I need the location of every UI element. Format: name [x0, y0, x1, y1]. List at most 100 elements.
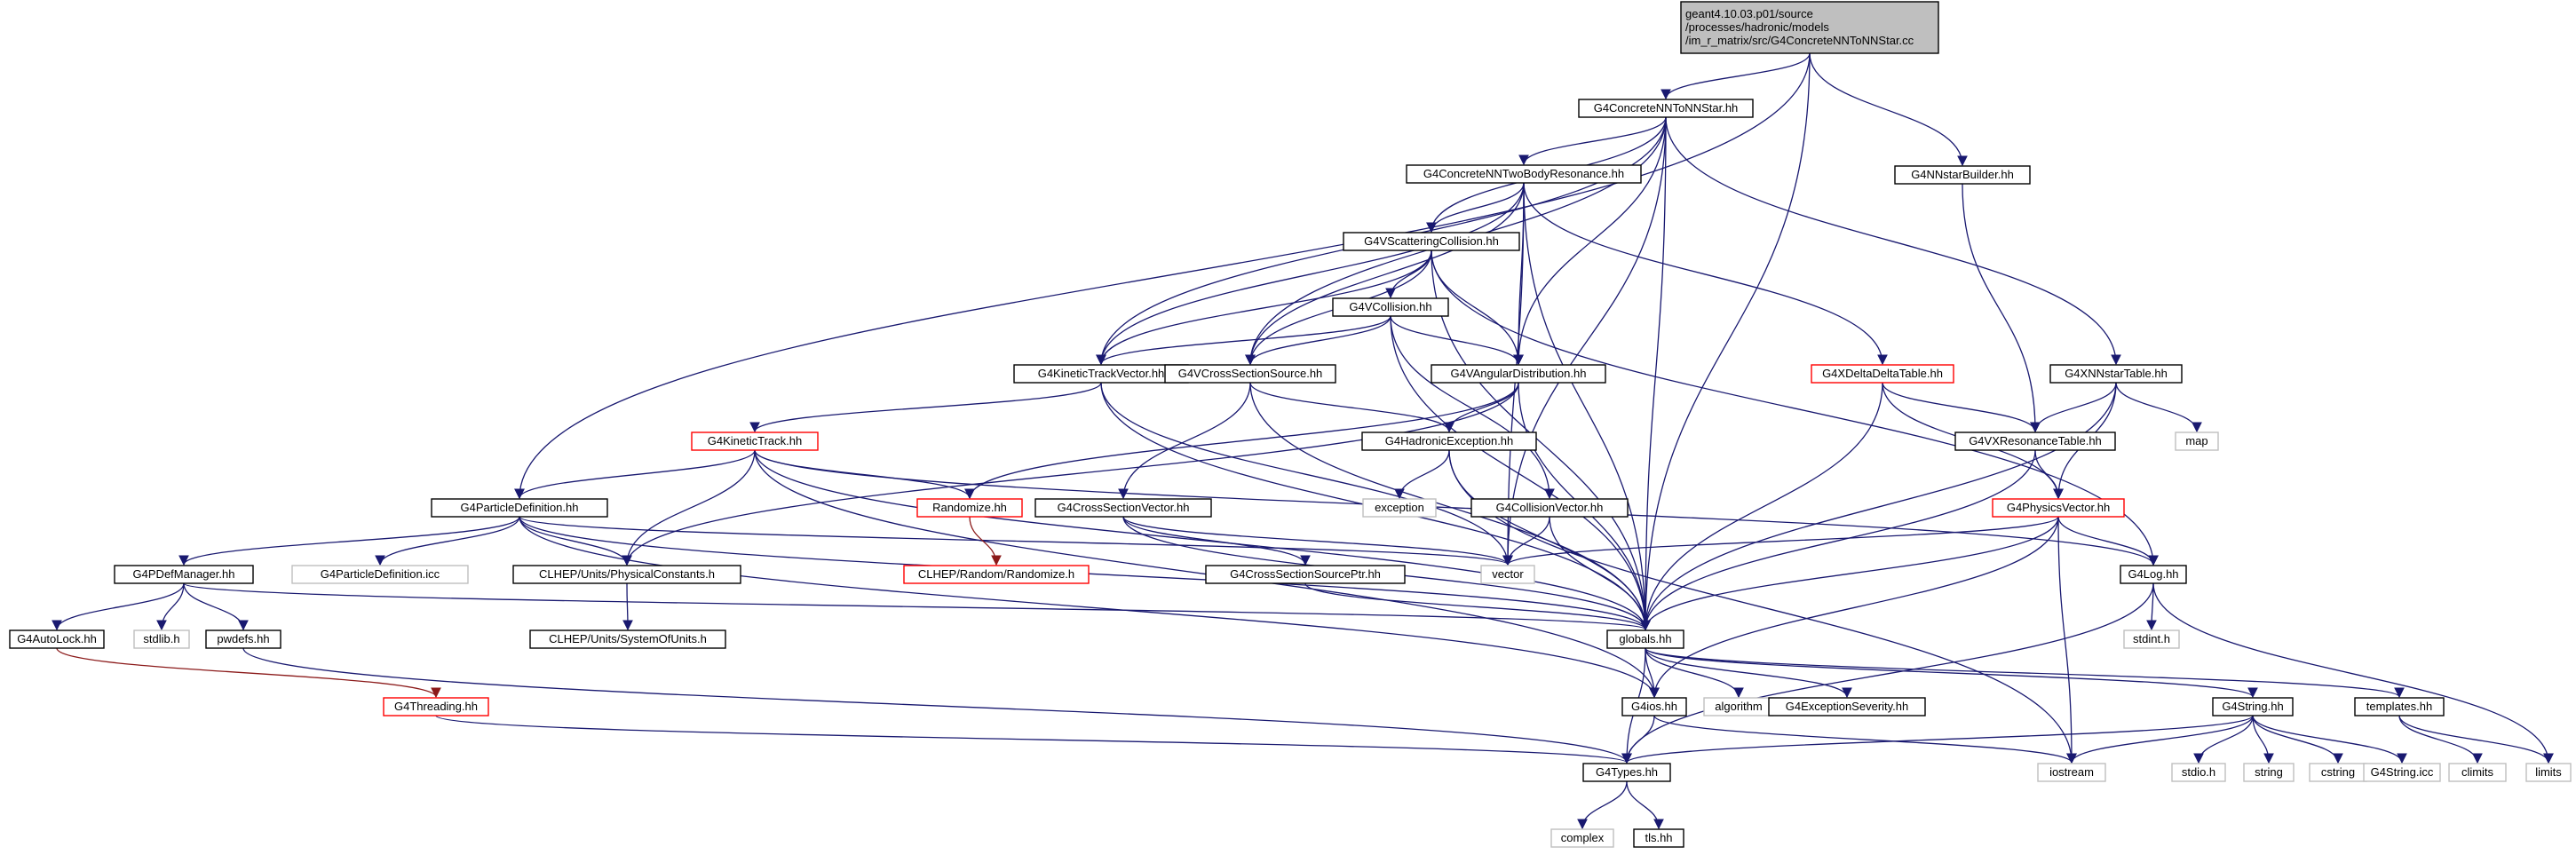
edge-pdefmgr-to-stdlib [156, 582, 185, 631]
edge-globals-to-algorithm [1645, 647, 1744, 699]
node-string-box [2243, 763, 2295, 782]
edge-vang-to-hadexc [1444, 382, 1519, 433]
node-vector-box [1480, 565, 1535, 584]
edge-g4string-to-iostream [2066, 715, 2254, 764]
node-collvec[interactable]: G4CollisionVector.hh [1470, 498, 1629, 518]
node-autolock[interactable]: G4AutoLock.hh [9, 629, 105, 649]
node-vector[interactable]: vector [1480, 565, 1535, 584]
node-vcss[interactable]: G4VCrossSectionSource.hh [1164, 364, 1336, 384]
edge-physvec-to-log [2057, 516, 2159, 566]
edge-cssvec-to-vector [1122, 516, 1513, 566]
node-map-label-0: map [2185, 434, 2207, 447]
edge-xnnstar-to-vxres [2030, 382, 2117, 433]
edge-pwdefs-to-types [242, 647, 1632, 764]
node-vcoll[interactable]: G4VCollision.hh [1332, 297, 1449, 317]
node-log-box [2120, 565, 2187, 584]
node-tls[interactable]: tls.hh [1633, 828, 1684, 848]
node-xnnstar[interactable]: G4XNNstarTable.hh [2049, 364, 2183, 384]
node-complex[interactable]: complex [1550, 828, 1614, 848]
node-log[interactable]: G4Log.hh [2120, 565, 2187, 584]
edge-g4string-to-stringicc [2252, 715, 2407, 764]
edge-ktv-to-kt [749, 382, 1102, 433]
node-kt-box [691, 431, 819, 451]
edge-globals-to-excsev [1645, 647, 1852, 699]
node-g4string[interactable]: G4String.hh [2212, 697, 2294, 716]
node-cssvec[interactable]: G4CrossSectionVector.hh [1034, 498, 1212, 518]
node-algorithm[interactable]: algorithm [1703, 697, 1774, 716]
edge-nnstar-to-twobody [1518, 116, 1667, 166]
node-pdefmgr-box [114, 565, 254, 584]
node-stdint[interactable]: stdint.h [2123, 629, 2180, 649]
node-hadexc[interactable]: G4HadronicException.hh [1361, 431, 1537, 451]
node-iostream-box [2037, 763, 2106, 782]
node-string[interactable]: string [2243, 763, 2295, 782]
node-vxres[interactable]: G4VXResonanceTable.hh [1954, 431, 2116, 451]
edge-partdef-to-vector [519, 516, 1513, 566]
node-templates[interactable]: templates.hh [2354, 697, 2445, 716]
node-xnnstar-box [2049, 364, 2183, 384]
node-complex-label-0: complex [1561, 831, 1605, 844]
node-map[interactable]: map [2175, 431, 2219, 451]
edge-pdefmgr-to-pwdefs [183, 582, 249, 631]
node-iostream[interactable]: iostream [2037, 763, 2106, 782]
node-vang[interactable]: G4VAngularDistribution.hh [1431, 364, 1606, 384]
edge-root-to-builder [1809, 52, 1968, 167]
node-scattcoll[interactable]: G4VScatteringCollision.hh [1343, 232, 1520, 251]
node-cstring[interactable]: cstring [2309, 763, 2367, 782]
node-cssptr[interactable]: G4CrossSectionSourcePtr.hh [1205, 565, 1406, 584]
node-stdlib[interactable]: stdlib.h [133, 629, 190, 649]
node-ios[interactable]: G4ios.hh [1621, 697, 1687, 716]
node-partdef[interactable]: G4ParticleDefinition.hh [431, 498, 608, 518]
node-twobody-box [1406, 164, 1642, 184]
node-physvec[interactable]: G4PhysicsVector.hh [1992, 498, 2125, 518]
node-twobody-label-0: G4ConcreteNNTwoBodyResonance.hh [1423, 167, 1624, 180]
node-pdefmgr[interactable]: G4PDefManager.hh [114, 565, 254, 584]
node-vxres-label-0: G4VXResonanceTable.hh [1969, 434, 2102, 447]
node-kt[interactable]: G4KineticTrack.hh [691, 431, 819, 451]
node-tls-label-0: tls.hh [1645, 831, 1672, 844]
edge-templates-to-climits [2398, 715, 2483, 764]
node-partdeficc[interactable]: G4ParticleDefinition.icc [291, 565, 469, 584]
node-partdeficc-box [291, 565, 469, 584]
node-physconst[interactable]: CLHEP/Units/PhysicalConstants.h [512, 565, 741, 584]
node-complex-box [1550, 828, 1614, 848]
node-sysunits-box [529, 629, 726, 649]
node-globals[interactable]: globals.hh [1606, 629, 1684, 649]
node-vcss-label-0: G4VCrossSectionSource.hh [1178, 367, 1323, 380]
edge-vxres-to-globals [1640, 449, 2036, 631]
node-xdelta-label-0: G4XDeltaDeltaTable.hh [1822, 367, 1943, 380]
node-vcss-box [1164, 364, 1336, 384]
node-twobody[interactable]: G4ConcreteNNTwoBodyResonance.hh [1406, 164, 1642, 184]
node-nnstar[interactable]: G4ConcreteNNToNNStar.hh [1578, 99, 1754, 118]
node-root-label-1: /processes/hadronic/models [1685, 20, 1829, 34]
node-cstring-label-0: cstring [2321, 765, 2355, 779]
edge-globals-to-templates [1645, 647, 2405, 699]
node-collvec-label-0: G4CollisionVector.hh [1496, 501, 1604, 514]
node-stringicc-box [2363, 763, 2441, 782]
node-exception[interactable]: exception [1362, 498, 1437, 518]
node-pwdefs[interactable]: pwdefs.hh [205, 629, 281, 649]
edge-vcoll-to-ktv [1096, 315, 1391, 366]
node-xdelta[interactable]: G4XDeltaDeltaTable.hh [1811, 364, 1954, 384]
edge-vcoll-to-vcss [1245, 315, 1391, 366]
node-sysunits[interactable]: CLHEP/Units/SystemOfUnits.h [529, 629, 726, 649]
node-stringicc[interactable]: G4String.icc [2363, 763, 2441, 782]
node-limits[interactable]: limits [2525, 763, 2572, 782]
node-autolock-box [9, 629, 105, 649]
node-partdef-label-0: G4ParticleDefinition.hh [461, 501, 579, 514]
node-threading[interactable]: G4Threading.hh [383, 697, 489, 716]
node-climits[interactable]: climits [2448, 763, 2507, 782]
node-stdio[interactable]: stdio.h [2171, 763, 2226, 782]
edge-g4string-to-string [2252, 715, 2274, 764]
node-ktv[interactable]: G4KineticTrackVector.hh [1013, 364, 1189, 384]
node-clhepRand[interactable]: CLHEP/Random/Randomize.h [903, 565, 1090, 584]
node-physconst-label-0: CLHEP/Units/PhysicalConstants.h [539, 567, 715, 581]
node-root-label-2: /im_r_matrix/src/G4ConcreteNNToNNStar.cc [1685, 34, 1914, 47]
edge-twobody-to-scattcoll [1426, 182, 1525, 234]
node-builder[interactable]: G4NNstarBuilder.hh [1894, 165, 2031, 185]
node-excsev[interactable]: G4ExceptionSeverity.hh [1768, 697, 1926, 716]
edge-globals-to-g4string [1645, 647, 2258, 699]
edge-kt-to-physconst [622, 449, 756, 566]
node-randomize[interactable]: Randomize.hh [916, 498, 1023, 518]
node-types[interactable]: G4Types.hh [1582, 763, 1671, 782]
